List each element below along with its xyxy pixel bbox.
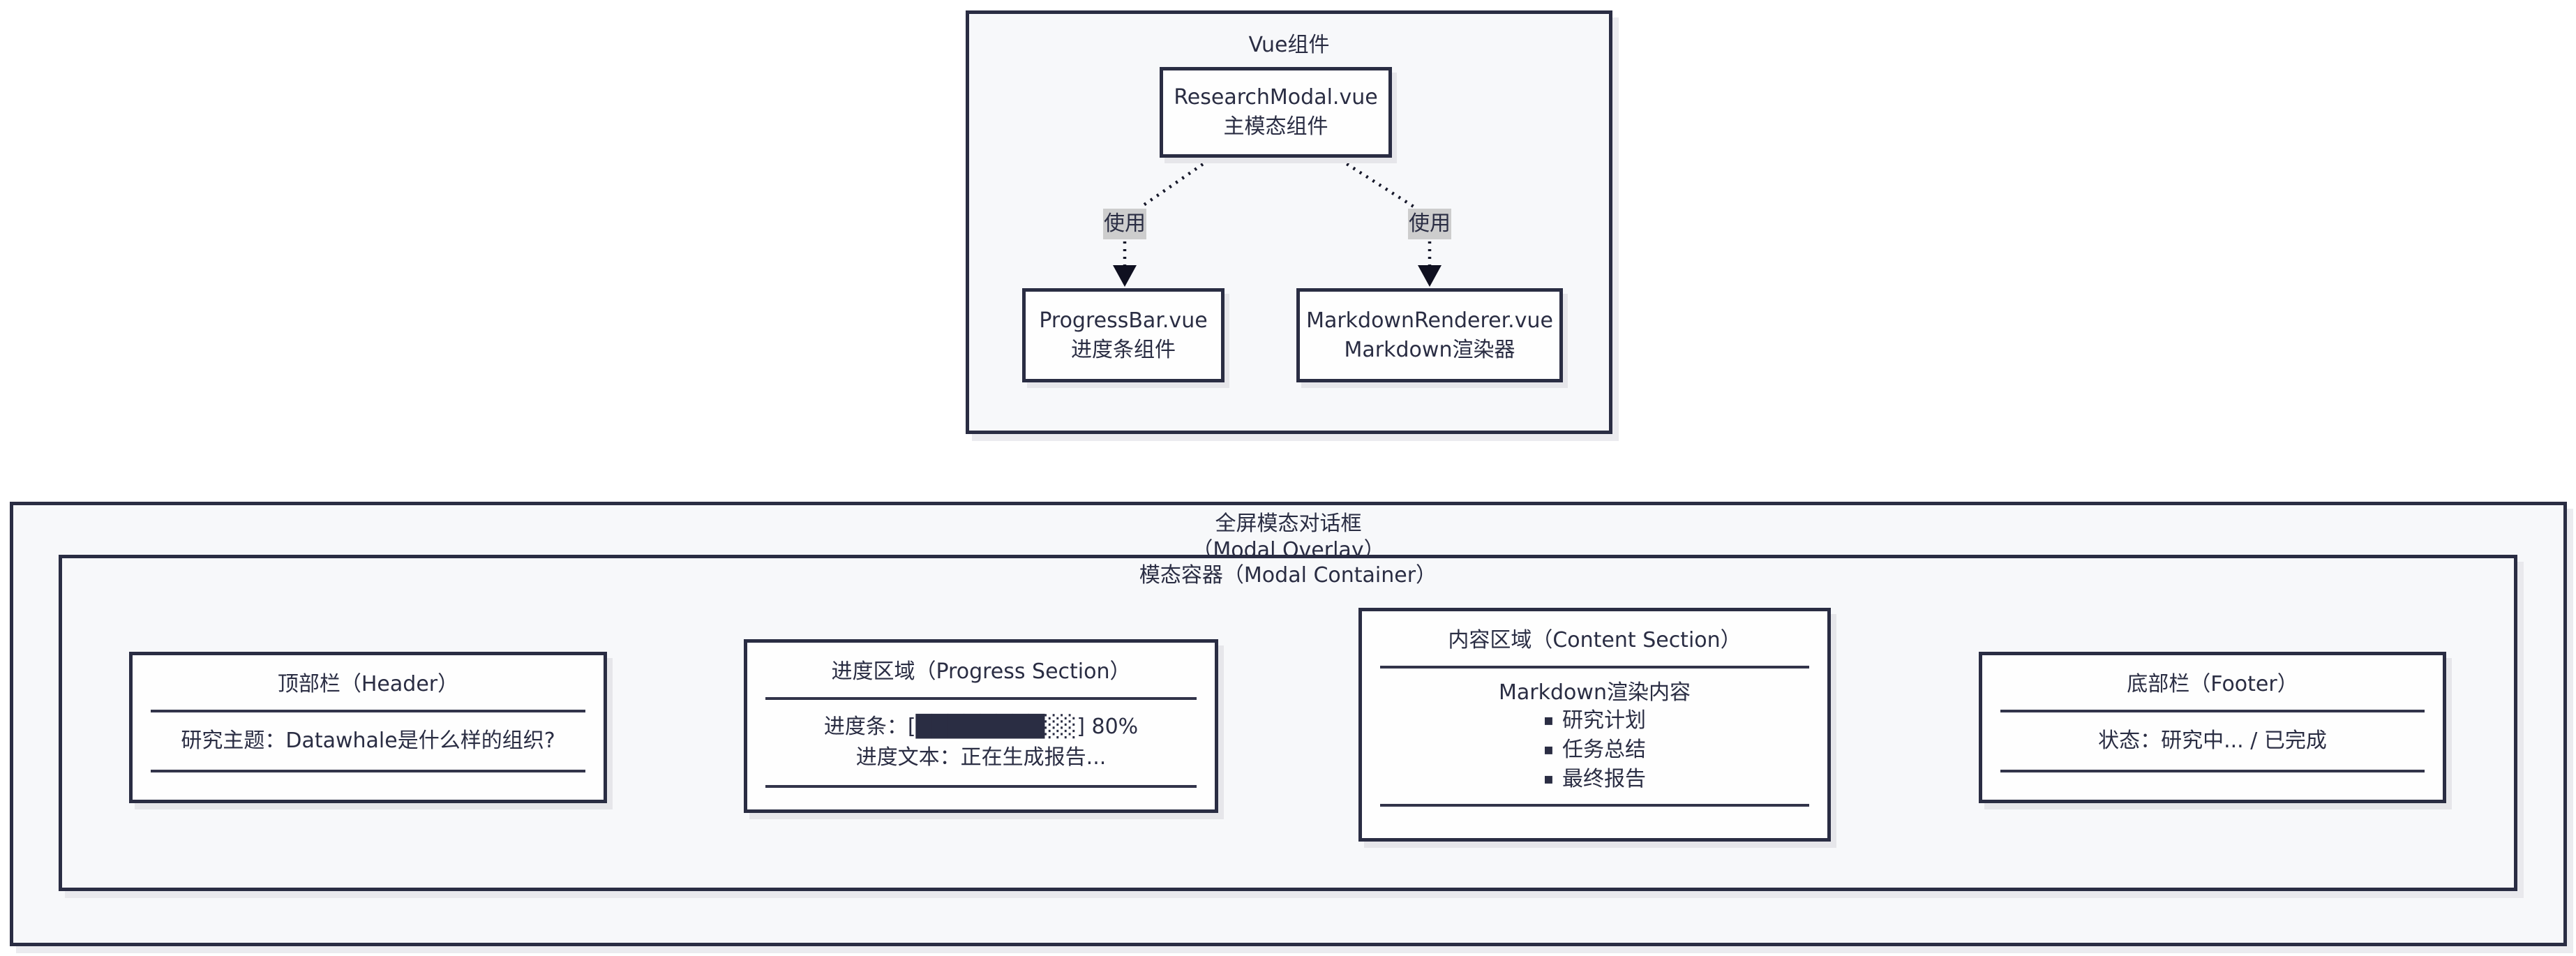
subgraph-modal-overlay: 全屏模态对话框 （Modal Overlay） 模态容器（Modal Conta…	[10, 502, 2567, 946]
divider	[2000, 770, 2425, 772]
divider	[765, 785, 1197, 788]
bullet-icon: ▪	[1543, 712, 1554, 729]
node-research-modal: ResearchModal.vue 主模态组件	[1160, 67, 1392, 158]
node-progress-bar: ProgressBar.vue 进度条组件	[1022, 288, 1225, 382]
overlay-title-cn: 全屏模态对话框	[1215, 511, 1362, 536]
node-progress-section: 进度区域（Progress Section） 进度条：[████████░░] …	[744, 639, 1218, 813]
node-content-section: 内容区域（Content Section） Markdown渲染内容 ▪ 研究计…	[1358, 608, 1831, 842]
container-title: 模态容器（Modal Container）	[1139, 563, 1437, 588]
progress-title: 进度区域（Progress Section）	[831, 659, 1131, 684]
bullet-icon: ▪	[1543, 741, 1554, 759]
content-body: Markdown渲染内容	[1499, 680, 1691, 705]
node-footer: 底部栏（Footer） 状态：研究中... / 已完成	[1979, 652, 2446, 803]
node-markdown-renderer: MarkdownRenderer.vue Markdown渲染器	[1296, 288, 1563, 382]
list-item: ▪ 研究计划	[1543, 706, 1646, 735]
divider	[1380, 804, 1809, 807]
divider	[2000, 710, 2425, 712]
subgraph-vue-title: Vue组件	[1248, 33, 1330, 57]
divider	[765, 697, 1197, 700]
subgraph-modal-container: 模态容器（Modal Container） 顶部栏（Header） 研究主题：D…	[59, 555, 2517, 891]
bullet-icon: ▪	[1543, 770, 1554, 788]
list-item-label: 最终报告	[1562, 767, 1646, 791]
list-item-label: 研究计划	[1562, 708, 1646, 733]
progress-status-text: 进度文本：正在生成报告...	[855, 745, 1107, 770]
content-list: ▪ 研究计划 ▪ 任务总结 ▪ 最终报告	[1543, 706, 1646, 794]
node-markdown-renderer-name: MarkdownRenderer.vue	[1306, 308, 1553, 333]
divider	[151, 770, 585, 772]
node-header: 顶部栏（Header） 研究主题：Datawhale是什么样的组织?	[129, 652, 607, 803]
divider	[1380, 666, 1809, 669]
list-item: ▪ 任务总结	[1543, 735, 1646, 765]
node-progress-bar-desc: 进度条组件	[1071, 337, 1176, 362]
edge-label-use-left: 使用	[1103, 209, 1146, 239]
divider	[151, 710, 585, 712]
content-title: 内容区域（Content Section）	[1448, 628, 1742, 652]
footer-title: 底部栏（Footer）	[2127, 672, 2298, 696]
node-research-modal-desc: 主模态组件	[1223, 114, 1328, 139]
node-research-modal-name: ResearchModal.vue	[1174, 85, 1378, 110]
node-progress-bar-name: ProgressBar.vue	[1039, 308, 1208, 333]
list-item: ▪ 最终报告	[1543, 765, 1646, 794]
progress-bar-text: 进度条：[████████░░] 80%	[823, 715, 1139, 739]
header-topic: 研究主题：Datawhale是什么样的组织?	[181, 729, 555, 753]
header-title: 顶部栏（Header）	[277, 672, 459, 696]
footer-status: 状态：研究中... / 已完成	[2098, 729, 2327, 753]
node-markdown-renderer-desc: Markdown渲染器	[1344, 337, 1515, 362]
edge-label-use-right: 使用	[1408, 209, 1451, 239]
list-item-label: 任务总结	[1562, 738, 1646, 762]
